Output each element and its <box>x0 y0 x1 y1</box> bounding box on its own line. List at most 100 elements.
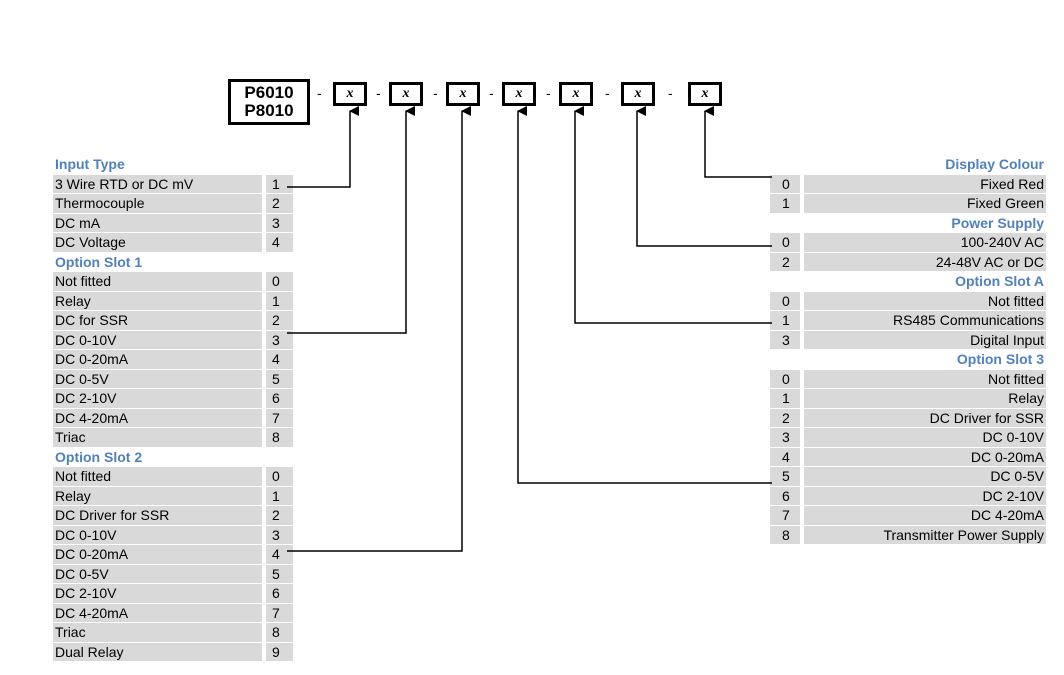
option-label: 24-48V AC or DC <box>804 252 1046 272</box>
option-slot-2-heading: Option Slot 2 <box>53 447 289 467</box>
option-code: 7 <box>266 603 293 623</box>
separator-dash: - <box>668 85 673 101</box>
separator-dash: - <box>433 85 438 101</box>
option-code: 3 <box>266 525 293 545</box>
option-label: DC 0-10V <box>804 428 1046 448</box>
option-code: 0 <box>266 272 293 292</box>
option-slot-1-heading: Option Slot 1 <box>53 252 289 272</box>
power-supply-heading: Power Supply <box>770 213 1046 233</box>
option-code: 3 <box>266 213 293 233</box>
option-label: Triac <box>53 428 262 448</box>
option-code: 0 <box>266 467 293 487</box>
option-code: 8 <box>266 428 293 448</box>
code-box-display-colour: x <box>688 82 722 106</box>
option-label: DC 0-5V <box>53 564 262 584</box>
option-label: Not fitted <box>53 467 262 487</box>
option-code: 6 <box>266 389 293 409</box>
option-code: 0 <box>770 233 800 253</box>
option-label: DC 0-20mA <box>53 350 262 370</box>
connector-input-type <box>287 106 359 188</box>
option-label: 100-240V AC <box>804 233 1046 253</box>
option-label: DC 4-20mA <box>53 408 262 428</box>
separator-dash: - <box>489 85 494 101</box>
code-box-option-slot-1: x <box>389 82 423 106</box>
option-label: DC 0-5V <box>53 369 262 389</box>
option-label: DC for SSR <box>53 311 262 331</box>
connector-option-slot-3 <box>517 106 772 484</box>
option-code: 0 <box>770 174 800 194</box>
option-code: 5 <box>266 564 293 584</box>
connector-display-colour <box>704 106 772 178</box>
option-code: 4 <box>266 233 293 253</box>
option-code: 6 <box>266 584 293 604</box>
option-code: 4 <box>266 545 293 565</box>
option-slot-a-heading: Option Slot A <box>770 272 1046 292</box>
option-code: 4 <box>770 447 800 467</box>
option-code: 1 <box>266 486 293 506</box>
option-code: 2 <box>770 252 800 272</box>
connector-option-slot-2 <box>287 106 471 552</box>
option-label: DC 2-10V <box>804 486 1046 506</box>
code-box-option-slot-3: x <box>502 82 536 106</box>
option-label: Digital Input <box>804 330 1046 350</box>
option-code: 5 <box>770 467 800 487</box>
model-p6010: P6010 <box>244 83 294 102</box>
option-label: DC Driver for SSR <box>53 506 262 526</box>
connector-power-supply <box>636 106 772 247</box>
option-code: 2 <box>266 194 293 214</box>
option-label: Relay <box>53 291 262 311</box>
option-label: Fixed Green <box>804 194 1046 214</box>
option-code: 7 <box>770 506 800 526</box>
option-code: 8 <box>770 525 800 545</box>
option-label: DC Driver for SSR <box>804 408 1046 428</box>
option-code: 1 <box>770 311 800 331</box>
model-number-box: P6010 P8010 <box>228 79 310 125</box>
code-box-power-supply: x <box>621 82 655 106</box>
option-label: DC 0-5V <box>804 467 1046 487</box>
option-code: 3 <box>770 330 800 350</box>
option-label: DC 0-20mA <box>804 447 1046 467</box>
option-label: DC 4-20mA <box>804 506 1046 526</box>
option-label: DC 0-20mA <box>53 545 262 565</box>
option-label: DC 2-10V <box>53 584 262 604</box>
option-label: Triac <box>53 623 262 643</box>
separator-dash: - <box>317 85 322 101</box>
code-box-input-type: x <box>333 82 367 106</box>
option-code: 7 <box>266 408 293 428</box>
option-code: 0 <box>770 369 800 389</box>
option-label: RS485 Communications <box>804 311 1046 331</box>
option-label: Transmitter Power Supply <box>804 525 1046 545</box>
option-code: 3 <box>266 330 293 350</box>
option-code: 0 <box>770 291 800 311</box>
option-code: 6 <box>770 486 800 506</box>
option-code: 9 <box>266 642 293 662</box>
option-label: Relay <box>804 389 1046 409</box>
option-label: DC mA <box>53 213 262 233</box>
separator-dash: - <box>376 85 381 101</box>
